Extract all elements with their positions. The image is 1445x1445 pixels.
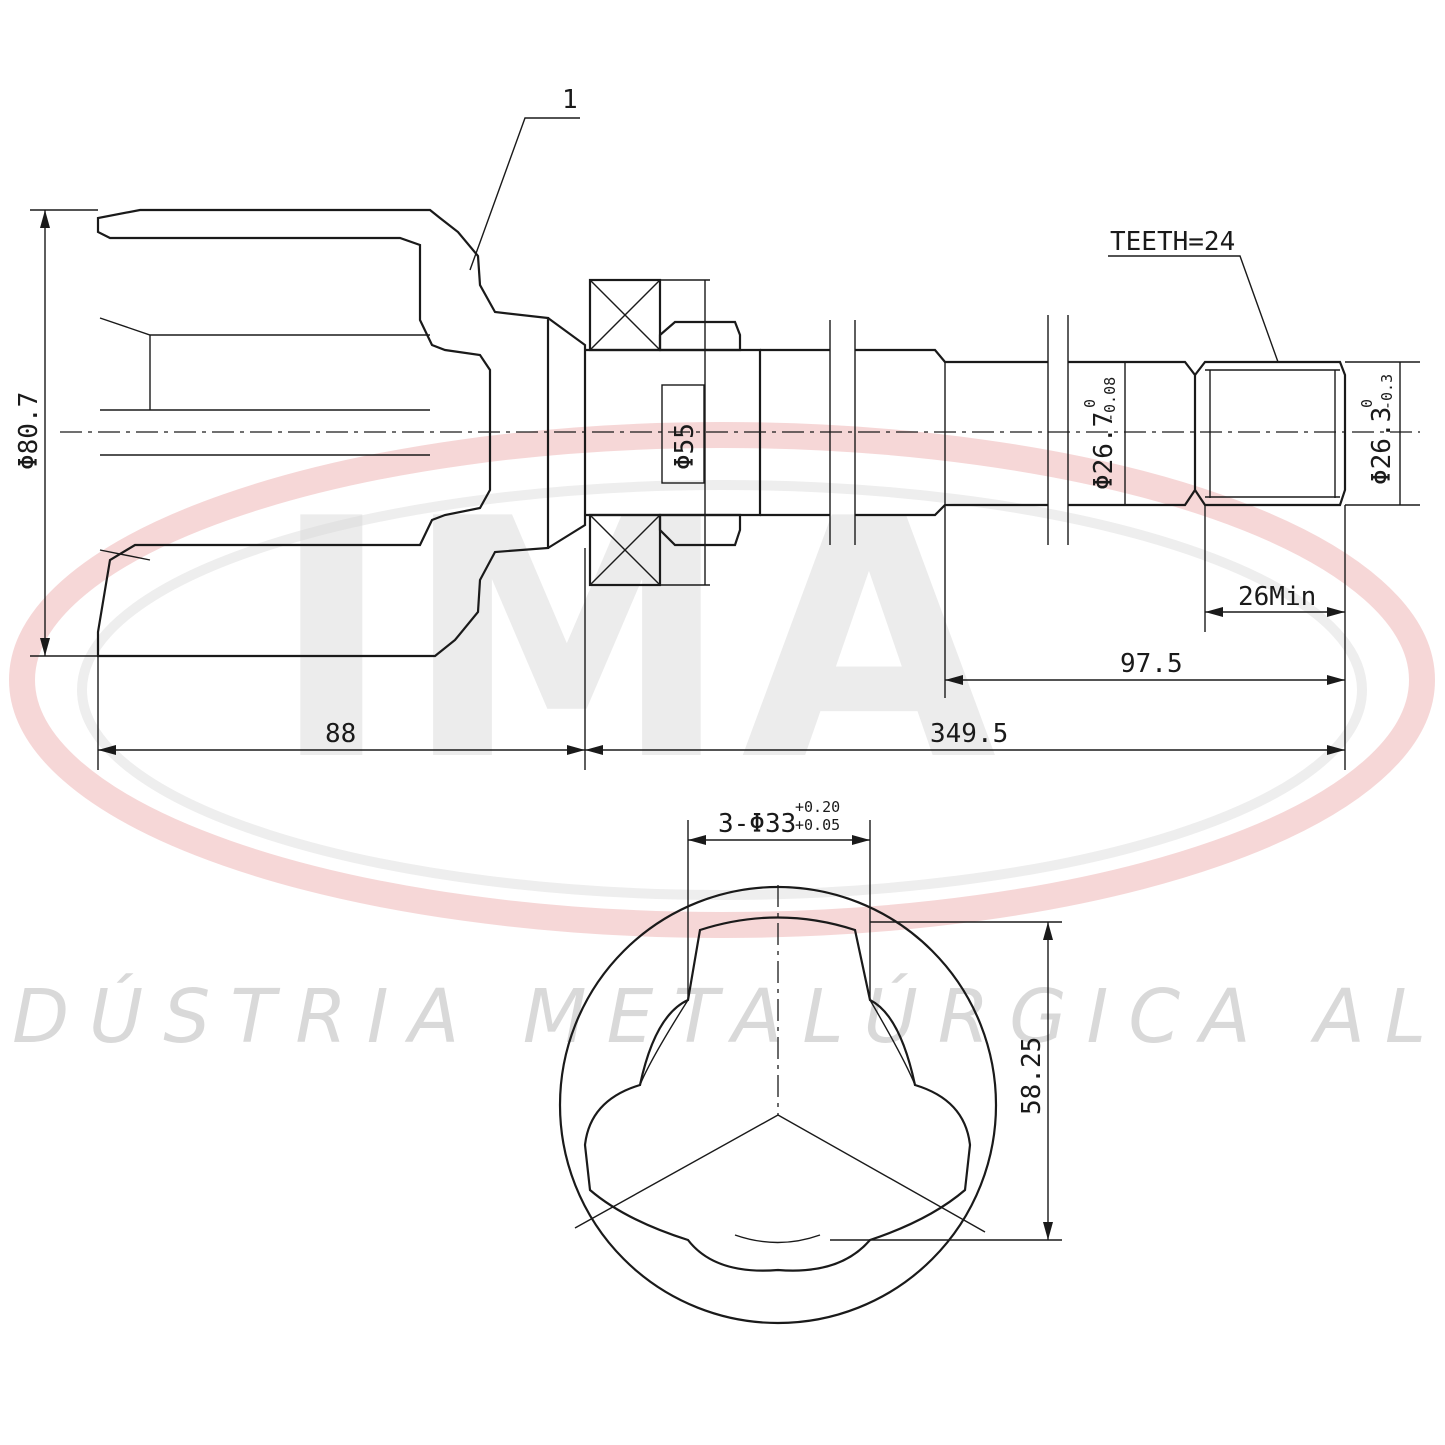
dim-spline-diameter: Φ26.3 — [1367, 407, 1397, 485]
arrow-88-left — [98, 745, 116, 755]
arrow-3495-left — [585, 745, 603, 755]
arrow-bore-right — [852, 835, 870, 845]
bore-bottom-arc — [734, 1234, 821, 1244]
dim-bore-tol-upper: +0.20 — [795, 798, 840, 816]
shaft-seg-3 — [1068, 360, 1197, 507]
arrow-3495-right — [1327, 745, 1345, 755]
seal-top — [658, 320, 742, 352]
arrow-975-left — [945, 675, 963, 685]
dim-length-975: 97.5 — [1120, 649, 1183, 679]
dim-shaft-diameter: Φ26.7 — [1089, 412, 1119, 490]
side-view: 1 Φ80.7 Φ55 Φ26.7 0 -0.08 Φ26.3 0 -0.3 T… — [14, 85, 1420, 770]
shaft-hub — [585, 348, 762, 517]
bearing-bottom-x2 — [589, 514, 661, 586]
part-leader — [469, 117, 580, 271]
dim-bore-diameter: 3-Φ33 — [718, 809, 796, 839]
housing-cavity — [110, 237, 491, 546]
watermark: IMA INDÚSTRIA METALÚRGICA ALLI — [0, 422, 1445, 1060]
arrow-d807-top — [40, 210, 50, 228]
bearing-top-x2 — [589, 279, 661, 351]
arrow-26min-left — [1205, 607, 1223, 617]
dim-spline-tol-lower: -0.3 — [1378, 374, 1396, 410]
shaft-seg-1 — [760, 348, 830, 517]
dim-bore-tol-lower: +0.05 — [795, 816, 840, 834]
tripod-axis-right — [777, 1114, 986, 1233]
shaft-seg-2 — [855, 348, 1048, 517]
arrow-5825-bottom — [1043, 1222, 1053, 1240]
dim-height-5825: 58.25 — [1017, 1037, 1047, 1115]
arrow-bore-left — [688, 835, 706, 845]
dim-shaft-tol-lower: -0.08 — [1101, 377, 1119, 422]
dim-spline-tol-upper: 0 — [1358, 399, 1376, 408]
teeth-count-label: TEETH=24 — [1110, 227, 1235, 257]
arrow-5825-top — [1043, 922, 1053, 940]
arrow-975-right — [1327, 675, 1345, 685]
watermark-company-name: INDÚSTRIA METALÚRGICA ALLI — [0, 972, 1445, 1060]
d55-box — [661, 384, 705, 484]
dim-bearing-diameter: Φ55 — [670, 423, 700, 470]
dim-spline-length: 26Min — [1238, 582, 1316, 612]
dim-shaft-tol-upper: 0 — [1081, 399, 1099, 408]
arrow-d807-bottom — [40, 638, 50, 656]
arrow-88-right — [567, 745, 585, 755]
dim-outer-diameter: Φ80.7 — [14, 392, 44, 470]
watermark-logo: IMA — [270, 449, 1007, 833]
dim-length-88: 88 — [325, 719, 356, 749]
part-number-label: 1 — [562, 85, 578, 115]
spline-body — [1194, 360, 1347, 507]
dim-length-3495: 349.5 — [930, 719, 1008, 749]
front-view: 3-Φ33 +0.20 +0.05 58.25 — [558, 798, 1062, 1325]
teeth-leader — [1108, 255, 1279, 363]
arrow-26min-right — [1327, 607, 1345, 617]
housing-neck — [547, 317, 587, 549]
tripod-axis-left — [574, 1114, 779, 1229]
tripod-bore-outline — [583, 916, 972, 1272]
bore-inner-arcs — [639, 999, 916, 1086]
